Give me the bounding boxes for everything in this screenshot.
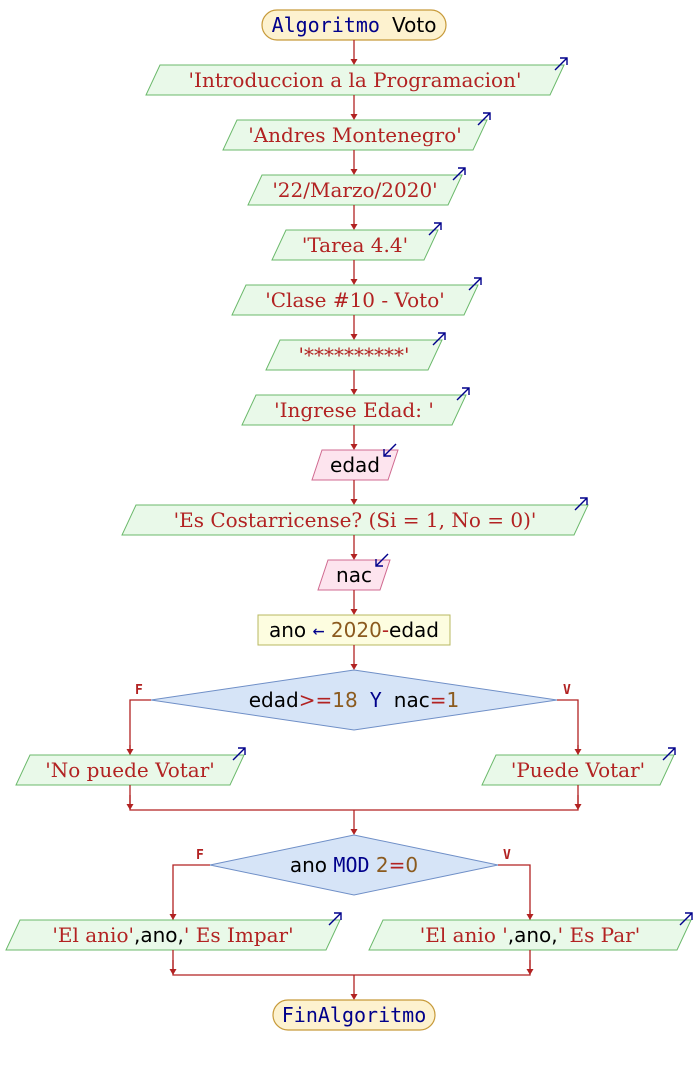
- decision1-merge-line: [129, 785, 579, 811]
- input-edad-io-arrow-head: [383, 449, 391, 457]
- output-puede-votar-io-arrow-head: [668, 747, 676, 755]
- connector-to-decision2-head: [350, 829, 358, 835]
- output-class-shape: [231, 284, 479, 316]
- output-even-year-shape: [368, 919, 692, 951]
- output-odd-year: 'El anio',ano,' Es Impar': [52, 923, 294, 947]
- output-prompt-age-io-arrow: [456, 387, 470, 401]
- decision1-true-label: V: [563, 683, 571, 698]
- connector-to-output-prompt-age-head: [350, 389, 358, 395]
- output-assignment-io-arrow: [428, 222, 442, 236]
- output-prompt-age-text: 'Ingrese Edad: ': [274, 398, 434, 422]
- output-assignment-text: 'Tarea 4.4': [301, 233, 409, 257]
- output-no-puede-votar-io-arrow-head: [238, 747, 246, 755]
- connector-to-output-nationality-head: [350, 499, 358, 505]
- decision2-merge-left-arrow-head: [169, 969, 177, 975]
- decision2-false-line: [172, 864, 210, 920]
- output-author-io-arrow-head: [483, 112, 491, 120]
- end-terminal: [272, 999, 436, 1031]
- output-course-io-arrow-head: [560, 57, 568, 65]
- assignment-process-shape: [257, 614, 451, 646]
- decision2-false-arrow-head: [169, 914, 177, 920]
- connector-to-output-date-head: [350, 169, 358, 175]
- decision1-false-arrow-head: [126, 749, 134, 755]
- output-date-io-arrow-head: [458, 167, 466, 175]
- connector-to-output-author-head: [350, 114, 358, 120]
- output-author-text: 'Andres Montenegro': [248, 123, 462, 147]
- decision1-false-line: [129, 699, 151, 755]
- output-no-puede-votar-shape: [15, 754, 245, 786]
- connector-to-output-course-head: [350, 59, 358, 65]
- output-no-puede-votar: 'No puede Votar': [45, 758, 215, 782]
- output-prompt-nationality-text: 'Es Costarricense? (Si = 1, No = 0)': [173, 508, 537, 532]
- output-separator-shape: [265, 339, 443, 371]
- connector-to-decision1-head: [350, 664, 358, 670]
- decision1-merge-right-arrow-head: [574, 804, 582, 810]
- input-nac-shape: [317, 559, 391, 591]
- decision2-merge-right-arrow-head: [526, 969, 534, 975]
- end-terminal-label: FinAlgoritmo: [281, 1003, 427, 1027]
- output-course-io-arrow: [554, 57, 568, 71]
- output-nationality-shape: [121, 504, 589, 536]
- output-odd-year-io-arrow-head: [334, 912, 342, 920]
- output-odd-year-io-arrow: [328, 912, 342, 926]
- decision2-true-label: V: [503, 848, 511, 863]
- output-puede-votar-io-arrow: [662, 747, 676, 761]
- output-date-text: '22/Marzo/2020': [272, 178, 438, 202]
- decision2-true-line: [498, 864, 531, 920]
- output-class-text: 'Clase #10 - Voto': [265, 288, 445, 312]
- output-even-year-io-arrow-head: [685, 912, 693, 920]
- output-separator-text: '**********': [298, 343, 410, 367]
- output-no-puede-votar-io-arrow: [232, 747, 246, 761]
- decision2-false-label: F: [196, 848, 204, 863]
- output-author-shape: [222, 119, 488, 151]
- decision2-diamond: [209, 834, 499, 896]
- connector-to-output-separator-head: [350, 334, 358, 340]
- connector-to-end-head: [350, 994, 358, 1000]
- decision1-diamond: [150, 669, 558, 731]
- output-class-io-arrow: [468, 277, 482, 291]
- output-date-io-arrow: [452, 167, 466, 181]
- output-odd-year-shape: [5, 919, 341, 951]
- input-nac-text: nac: [336, 563, 372, 587]
- output-nationality-io-arrow: [574, 497, 588, 511]
- output-separator-io-arrow-head: [438, 332, 446, 340]
- connector-to-output-class-head: [350, 279, 358, 285]
- decision1-merge-left-arrow-head: [126, 804, 134, 810]
- output-nationality-io-arrow-head: [580, 497, 588, 505]
- decision-even-condition: ano MOD 2=0: [289, 853, 419, 877]
- decision-vote-condition: edad>=18 Y nac=1: [248, 688, 460, 712]
- decision2-true-arrow-head: [526, 914, 534, 920]
- decision1-true-line: [557, 699, 579, 755]
- connector-to-input-edad-head: [350, 444, 358, 450]
- connector-to-output-assignment-head: [350, 224, 358, 230]
- assignment-process-text: ano ← 2020-edad: [268, 618, 439, 642]
- input-nac-io-arrow: [375, 553, 389, 567]
- input-nac-io-arrow-head: [375, 559, 383, 567]
- output-even-year: 'El anio ',ano,' Es Par': [419, 923, 641, 947]
- decision1-false-label: F: [135, 683, 143, 698]
- output-course-shape: [145, 64, 565, 96]
- input-edad-shape: [311, 449, 399, 481]
- output-assignment-io-arrow-head: [434, 222, 442, 230]
- output-class-io-arrow-head: [474, 277, 482, 285]
- output-even-year-io-arrow: [679, 912, 693, 926]
- output-puede-votar-shape: [481, 754, 675, 786]
- output-puede-votar: 'Puede Votar': [510, 758, 646, 782]
- input-edad-io-arrow: [383, 443, 397, 457]
- decision2-merge-line: [172, 950, 531, 976]
- output-assignment-shape: [271, 229, 439, 261]
- connector-to-input-nac-head: [350, 554, 358, 560]
- output-prompt-age-shape: [241, 394, 467, 426]
- output-prompt-age-io-arrow-head: [462, 387, 470, 395]
- start-terminal-label: Algoritmo Voto: [271, 13, 437, 37]
- output-course-text: 'Introduccion a la Programacion': [188, 68, 522, 92]
- output-date-shape: [247, 174, 463, 206]
- connector-to-assignment-head: [350, 609, 358, 615]
- output-author-io-arrow: [477, 112, 491, 126]
- input-edad-text: edad: [330, 453, 380, 477]
- decision1-true-arrow-head: [574, 749, 582, 755]
- output-separator-io-arrow: [432, 332, 446, 346]
